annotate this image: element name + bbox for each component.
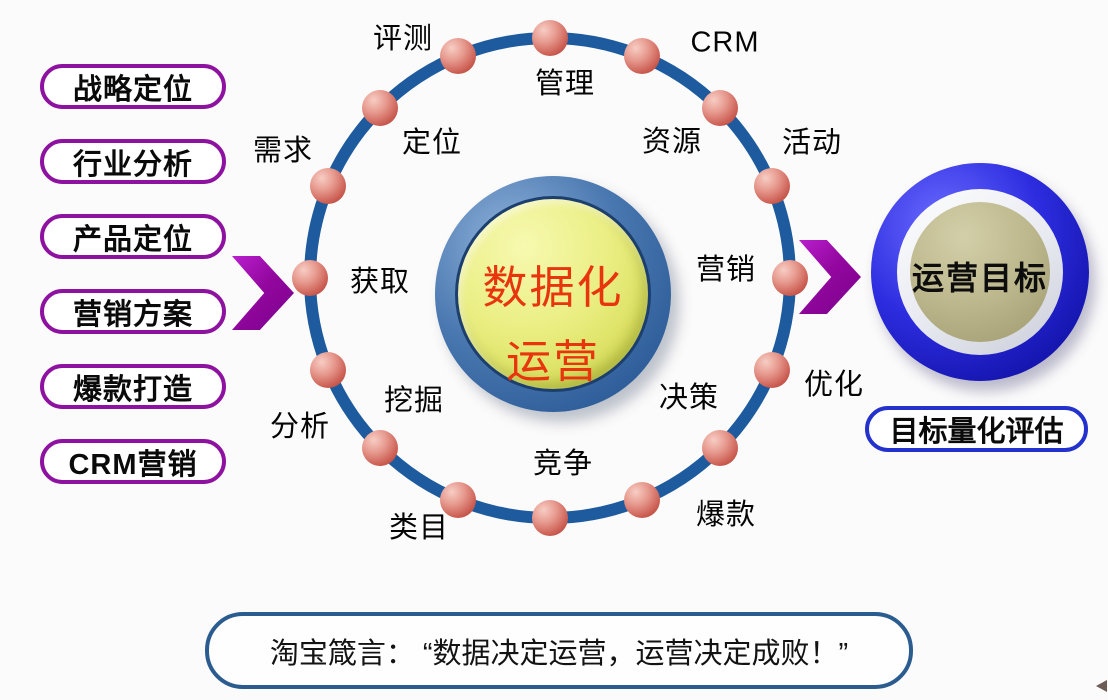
quote-banner: 淘宝箴言： “数据决定运营，运营决定成败！” [205, 612, 913, 689]
cycle-node-dot [532, 20, 568, 56]
goal-circle-face: 运营目标 [910, 202, 1050, 342]
cycle-label: 需求 [252, 135, 314, 167]
cycle-node-dot [532, 500, 568, 536]
goal-circle-white-ring: 运营目标 [897, 189, 1063, 355]
hub-circle: 数据化 运营 [435, 176, 671, 412]
cycle-node-dot [362, 90, 399, 127]
cycle-label: 爆款 [695, 499, 757, 531]
strategy-pill: 产品定位 [40, 214, 226, 259]
cycle-label: 活动 [781, 127, 843, 159]
cycle-node-dot [623, 38, 660, 75]
strategy-pill-list: 战略定位行业分析产品定位营销方案爆款打造 CRM营销 [40, 64, 226, 484]
cycle-label: 优化 [803, 369, 865, 401]
hub-inner-circle: 数据化 运营 [455, 196, 651, 392]
cycle-label: 决策 [658, 382, 720, 414]
cycle-label: 类目 [388, 512, 450, 544]
cycle-label: 获取 [349, 266, 411, 298]
hub-label-line2: 运营 [505, 336, 600, 387]
hub-label-line1: 数据化 [482, 262, 624, 313]
strategy-pill: 爆款打造 [40, 364, 226, 409]
strategy-pill: 行业分析 [40, 139, 226, 184]
cycle-label: 营销 [695, 254, 757, 286]
cycle-node-dot [310, 351, 347, 388]
cycle-node-dot [701, 429, 738, 466]
cycle-node-dot [753, 168, 790, 205]
cycle-label: 评测 [372, 23, 434, 55]
cycle-node-dot [753, 351, 790, 388]
quote-text: 淘宝箴言： “数据决定运营，运营决定成败！” [269, 637, 849, 670]
cycle-label: 定位 [401, 127, 463, 159]
cycle-label: CRM [690, 26, 760, 59]
cycle-node-dot [772, 260, 808, 296]
flow-arrow-left-icon [232, 256, 294, 330]
cycle-label: 竞争 [532, 448, 594, 480]
cycle-label: 管理 [534, 68, 596, 100]
strategy-pill: 营销方案 [40, 289, 226, 334]
cycle-node-dot [292, 260, 328, 296]
cycle-node-dot [440, 38, 477, 75]
cycle-label: 资源 [641, 126, 703, 158]
cursor-arrow-icon [1096, 680, 1107, 692]
strategy-pill: 战略定位 [40, 64, 226, 109]
goal-label: 运营目标 [911, 260, 1048, 296]
evaluation-badge: 目标量化评估 [865, 406, 1088, 452]
evaluation-badge-label: 目标量化评估 [889, 416, 1064, 448]
cycle-label: 分析 [269, 411, 331, 443]
cycle-node-dot [310, 168, 347, 205]
cycle-node-dot [440, 481, 477, 518]
cycle-node-dot [623, 481, 660, 518]
goal-circle: 运营目标 [871, 163, 1089, 381]
flow-arrow-right-icon [799, 240, 861, 314]
cycle-label: 挖掘 [383, 385, 445, 417]
cycle-node-dot [701, 90, 738, 127]
cycle-node-dot [362, 429, 399, 466]
strategy-pill: CRM营销 [40, 439, 226, 484]
